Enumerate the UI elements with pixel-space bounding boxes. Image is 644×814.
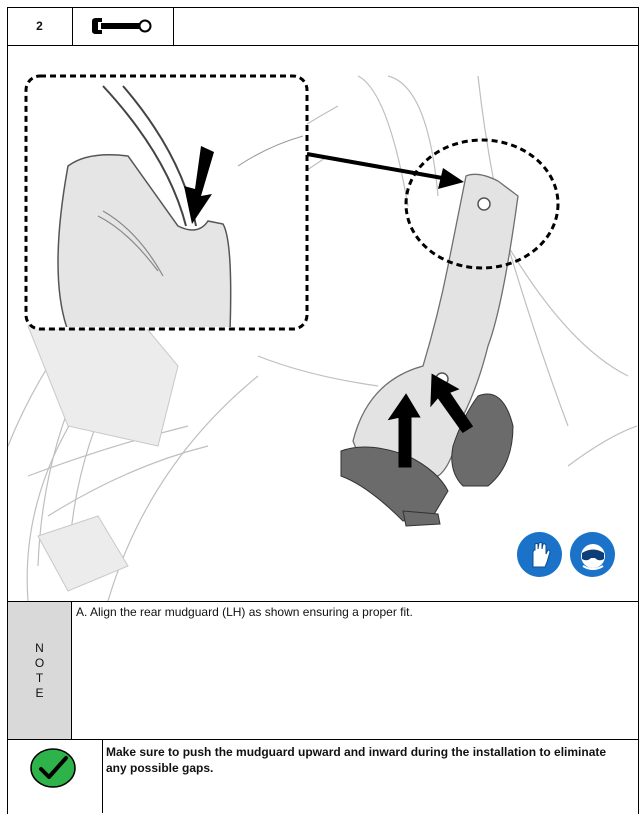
safety-goggles-icon xyxy=(570,532,615,577)
tip-icon-cell xyxy=(8,740,103,813)
note-letter: O xyxy=(35,656,44,671)
gloves-icon xyxy=(517,532,562,577)
installation-illustration xyxy=(8,46,637,601)
checkmark-icon xyxy=(29,747,77,789)
note-label: N O T E xyxy=(8,602,72,739)
mudguard-diagram xyxy=(8,46,637,601)
note-text: A. Align the rear mudguard (LH) as shown… xyxy=(76,605,631,619)
note-letter: T xyxy=(36,671,43,686)
wrench-icon xyxy=(90,17,156,35)
note-letter: N xyxy=(35,641,44,656)
tip-text: Make sure to push the mudguard upward an… xyxy=(106,744,626,776)
tool-cell xyxy=(73,7,174,46)
step-number: 2 xyxy=(7,7,73,46)
section-divider xyxy=(7,601,638,602)
note-letter: E xyxy=(35,686,43,701)
